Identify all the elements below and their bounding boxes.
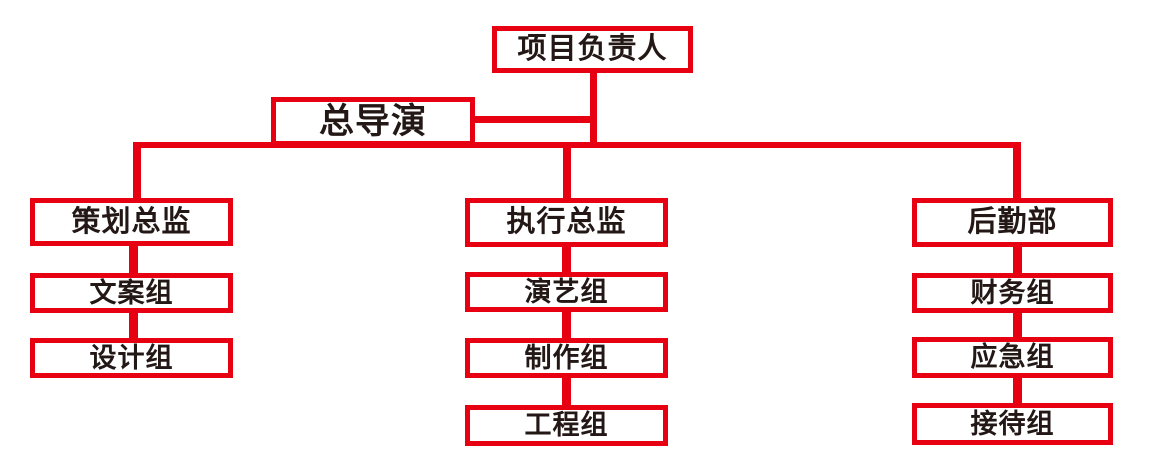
connector-copywriting-design xyxy=(129,306,138,344)
connector-root-vertical xyxy=(590,70,597,148)
connector-production-engineering xyxy=(562,372,571,410)
node-design-team: 设计组 xyxy=(30,338,233,378)
connector-planning-copywriting xyxy=(129,240,138,278)
connector-drop-executive xyxy=(563,142,571,204)
connector-executive-performance xyxy=(562,242,571,278)
node-engineering-team: 工程组 xyxy=(465,405,668,446)
node-performance-team: 演艺组 xyxy=(465,272,668,312)
node-planning-director: 策划总监 xyxy=(30,198,233,246)
node-executive-director: 执行总监 xyxy=(465,198,668,247)
node-reception-team: 接待组 xyxy=(912,403,1113,445)
connector-logistics-finance xyxy=(1013,242,1022,279)
node-finance-team: 财务组 xyxy=(912,273,1113,313)
connector-finance-emergency xyxy=(1013,308,1022,342)
connector-performance-production xyxy=(562,306,571,344)
connector-deputy-horizontal xyxy=(472,116,597,123)
connector-drop-planning xyxy=(133,142,141,204)
node-production-team: 制作组 xyxy=(465,338,668,378)
node-project-leader: 项目负责人 xyxy=(492,26,693,73)
connector-main-horizontal xyxy=(133,142,1021,148)
connector-emergency-reception xyxy=(1013,372,1022,408)
node-logistics-dept: 后勤部 xyxy=(912,198,1113,247)
node-chief-director: 总导演 xyxy=(271,97,475,146)
node-copywriting-team: 文案组 xyxy=(30,273,233,313)
connector-drop-logistics xyxy=(1013,142,1021,202)
node-emergency-team: 应急组 xyxy=(912,337,1113,378)
